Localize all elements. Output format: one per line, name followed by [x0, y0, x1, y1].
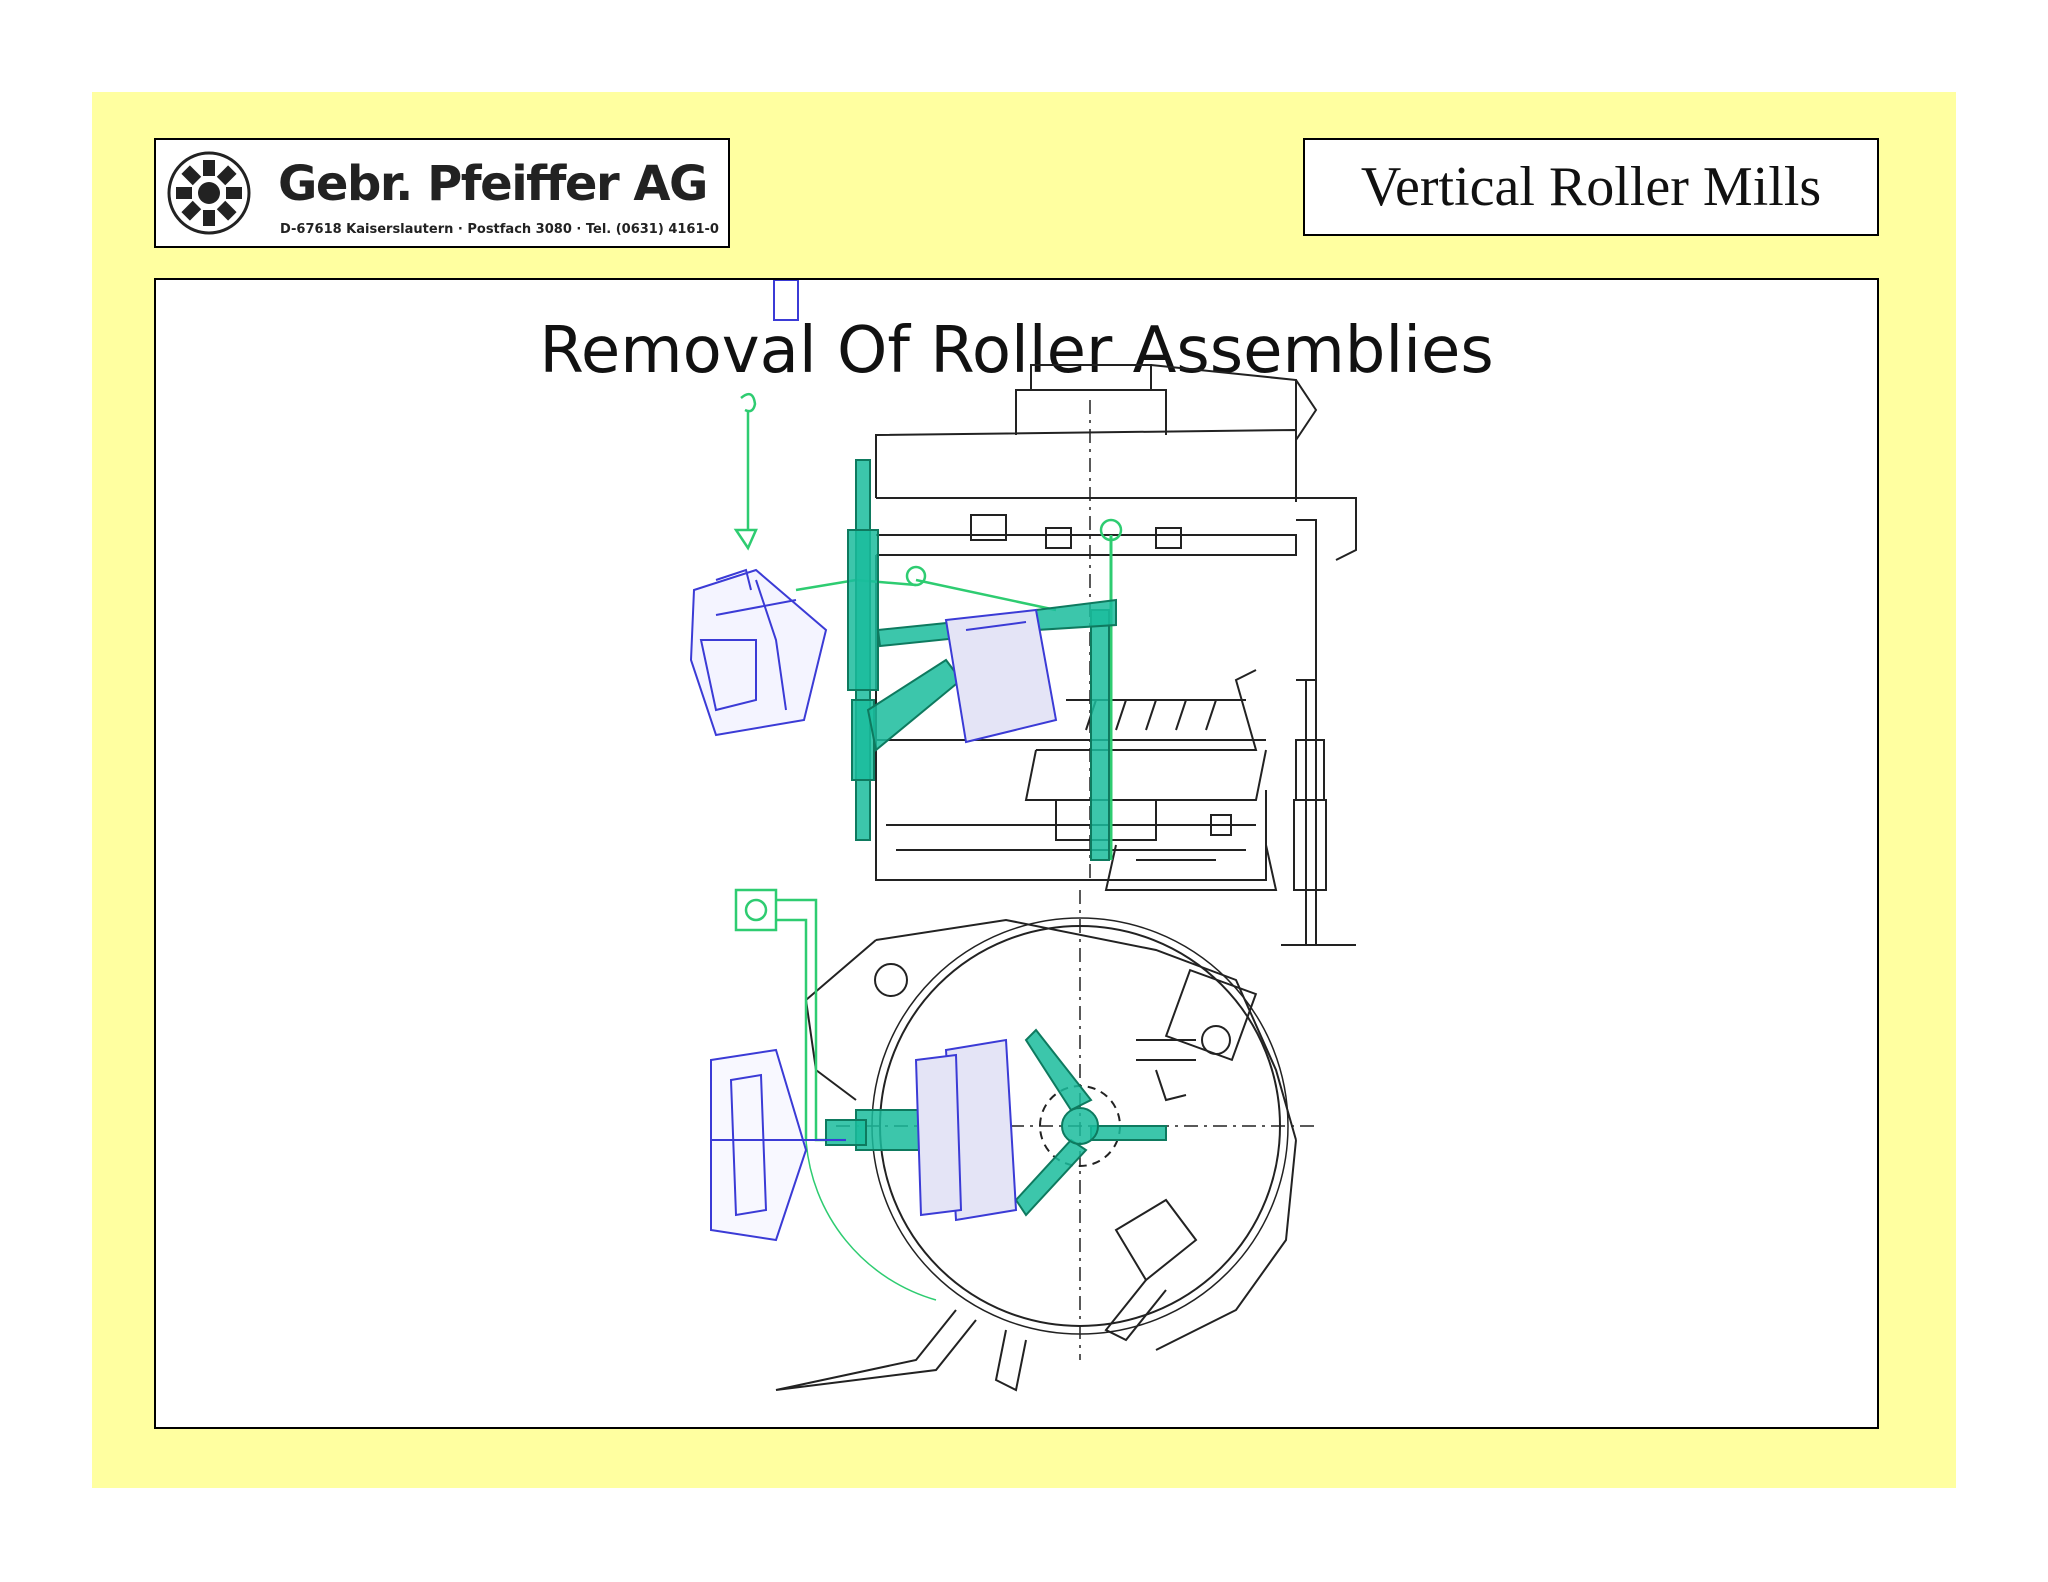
- header-title-box: Vertical Roller Mills: [1303, 138, 1879, 236]
- pressure-frame-plan: [825, 1028, 1167, 1217]
- header-title: Vertical Roller Mills: [1360, 156, 1822, 218]
- company-logo: Gebr. Pfeiffer AG D-67618 Kaiserslautern…: [154, 138, 730, 248]
- technical-drawing: [689, 280, 1357, 1392]
- lifting-equipment-elevation: [733, 392, 1123, 860]
- pfeiffer-logo-icon: [167, 151, 251, 235]
- rollers-plan: [710, 1038, 1018, 1242]
- lifting-cylinder-elevation: [847, 459, 1117, 861]
- content-panel: Removal Of Roller Assemblies: [154, 278, 1879, 1429]
- page-heading: Removal Of Roller Assemblies: [539, 314, 1494, 388]
- company-address: D-67618 Kaiserslautern · Postfach 3080 ·…: [280, 222, 719, 237]
- mill-elevation-view: [875, 364, 1357, 946]
- roller-in-mill: [944, 608, 1058, 744]
- roller-removed-elevation: [689, 280, 828, 737]
- company-name: Gebr. Pfeiffer AG: [278, 156, 708, 212]
